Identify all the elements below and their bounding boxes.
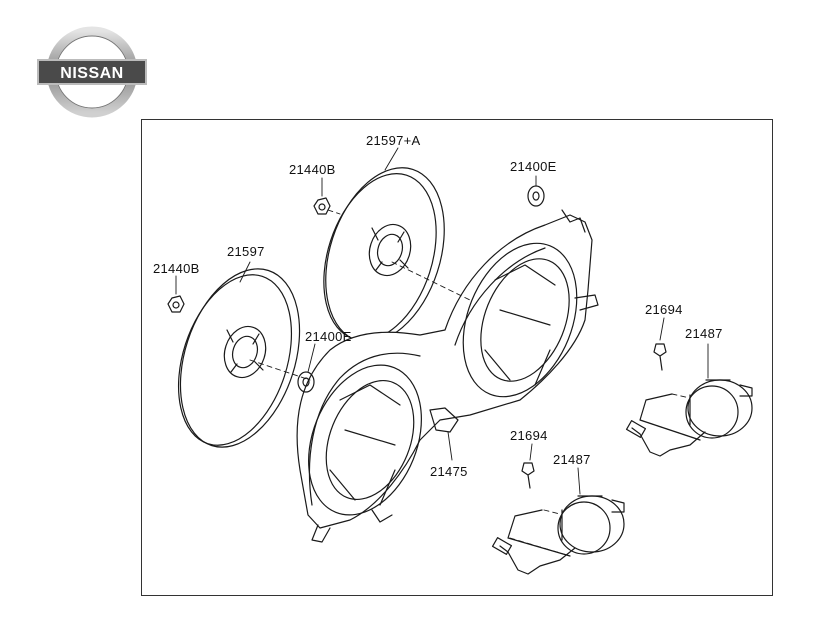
label-21400e-mid: 21400E — [305, 329, 352, 344]
label-21440b-top: 21440B — [289, 162, 336, 177]
label-21487-bottom: 21487 — [553, 452, 591, 467]
fan-blade-upper — [323, 167, 445, 343]
label-21400e-top: 21400E — [510, 159, 557, 174]
label-21597-a: 21597+A — [366, 133, 421, 148]
label-21694-bottom: 21694 — [510, 428, 548, 443]
motor-lower — [491, 495, 625, 575]
label-21694-top: 21694 — [645, 302, 683, 317]
label-21487-top: 21487 — [685, 326, 723, 341]
fan-shroud — [296, 209, 599, 543]
diagram-frame — [141, 119, 773, 596]
label-21475: 21475 — [430, 464, 468, 479]
fan-blade-lower — [177, 268, 301, 448]
label-21440b-left: 21440B — [153, 261, 200, 276]
label-21597: 21597 — [227, 244, 265, 259]
hardware — [167, 185, 667, 489]
motor-upper — [625, 379, 753, 457]
logo-text: NISSAN — [60, 65, 123, 82]
nissan-logo: NISSAN — [36, 26, 148, 118]
